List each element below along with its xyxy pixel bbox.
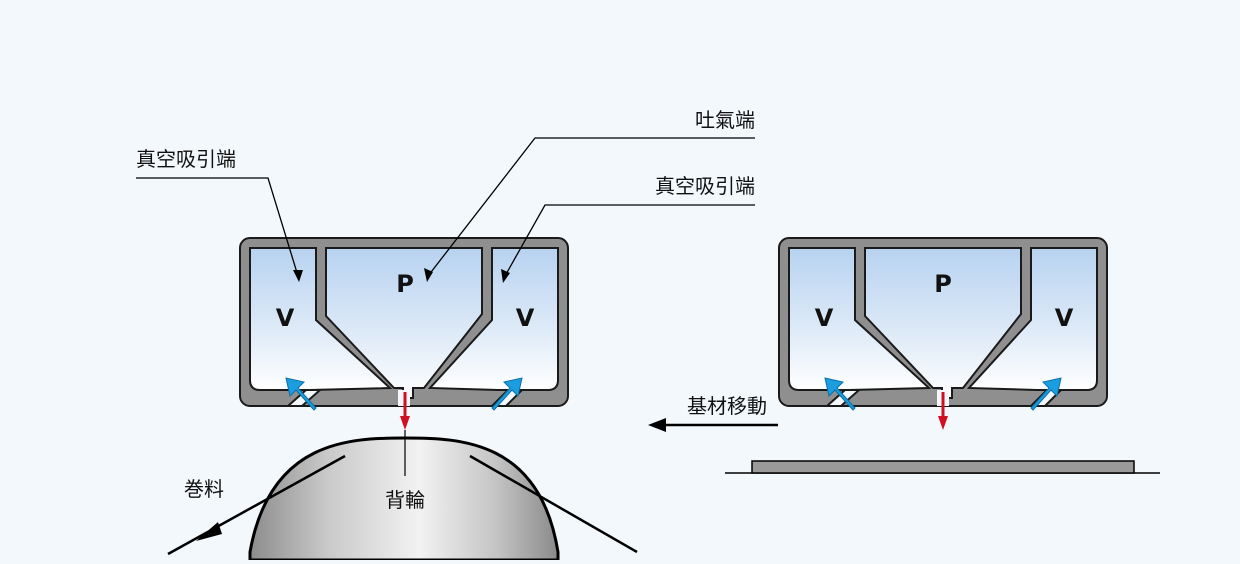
- suction-arrow-icon: [824, 377, 856, 411]
- chamber-v-right-2: V: [1055, 304, 1074, 332]
- web-direction-arrow-icon: [196, 522, 222, 541]
- chamber-p-2: P: [934, 270, 952, 298]
- backing-roll-label: 背輪: [385, 488, 425, 512]
- vacuum-label-right: 真空吸引端: [655, 174, 755, 198]
- exhaust-label: 吐氣端: [695, 108, 755, 132]
- chamber-v-left-2: V: [815, 304, 834, 332]
- web-line-left: [167, 454, 346, 556]
- suction-arrow-icon: [285, 377, 317, 411]
- substrate-move-label: 基材移動: [687, 394, 767, 418]
- substrate-plate: [751, 460, 1135, 474]
- web-label: 巻料: [184, 477, 224, 501]
- vacuum-label-left: 真空吸引端: [136, 147, 236, 171]
- chamber-v-left-1: V: [276, 304, 295, 332]
- blow-arrow-icon: [938, 416, 948, 430]
- chamber-p-1: P: [396, 270, 414, 298]
- blow-arrow-icon: [400, 416, 410, 430]
- chamber-v-right-1: V: [516, 304, 535, 332]
- move-arrow-icon: [648, 418, 666, 432]
- web-line-right: [469, 454, 638, 554]
- suction-arrow-icon: [491, 377, 523, 411]
- suction-arrow-icon: [1030, 377, 1062, 411]
